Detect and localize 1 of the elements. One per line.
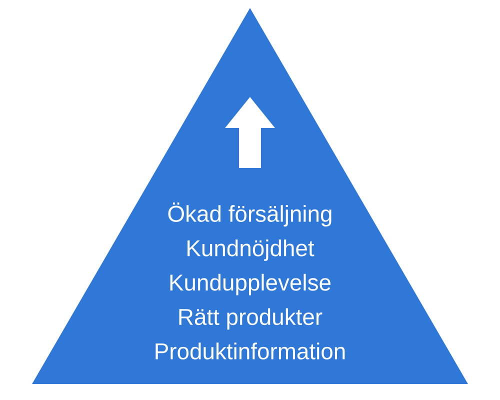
triangle: Ökad försäljning Kundnöjdhet Kundupplevelse Rätt produkter Produktinformation xyxy=(32,8,468,384)
